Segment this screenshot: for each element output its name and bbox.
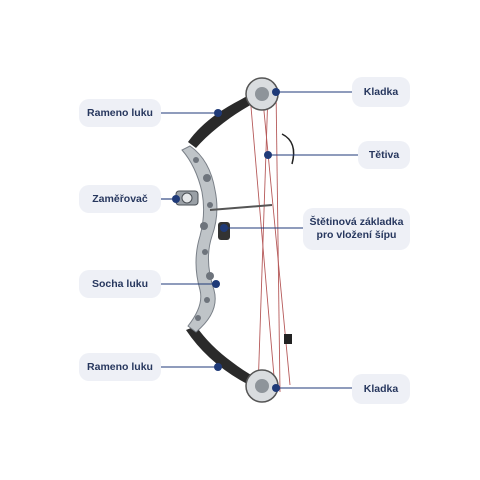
d-loop: [281, 133, 295, 165]
label-stetinova-zakladka-line2: pro vložení šípu: [316, 229, 397, 241]
label-stetinova-zakladka-line1: Štětinová základka: [309, 216, 404, 228]
leader-dots: [172, 88, 280, 392]
arrow-rest: [209, 204, 273, 240]
string-silencer: [284, 334, 292, 344]
label-kladka-bottom: Kladka: [352, 374, 410, 404]
label-tetiva: Tětiva: [358, 141, 410, 169]
label-zamerovac: Zaměřovač: [79, 185, 161, 213]
top-cam: [245, 77, 279, 111]
label-kladka-top: Kladka: [352, 77, 410, 107]
label-rameno-luku-top: Rameno luku: [79, 99, 161, 127]
riser-camo-pattern: [193, 157, 214, 321]
bow-riser: [181, 145, 218, 333]
leader-lines: [161, 91, 358, 389]
label-rameno-luku-bottom: Rameno luku: [79, 353, 161, 381]
label-stetinova-zakladka: Štětinová základka pro vložení šípu: [303, 208, 410, 250]
bow-string: [249, 87, 291, 393]
label-socha-luku: Socha luku: [79, 270, 161, 298]
